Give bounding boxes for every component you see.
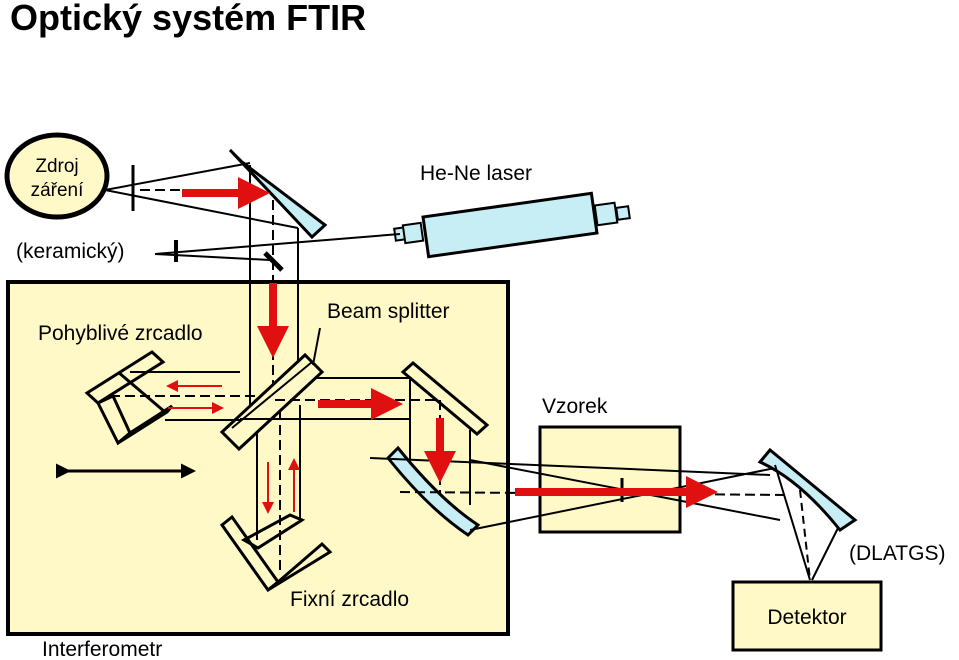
source-label-line2: záření: [31, 180, 85, 201]
interferometer-label: Interferometr: [42, 638, 162, 660]
top-mirror: [228, 148, 328, 240]
sample-label: Vzorek: [542, 395, 608, 418]
detector-label: Detektor: [767, 606, 846, 629]
fixed-mirror: [219, 513, 333, 593]
source-label-line1: Zdroj: [35, 156, 78, 177]
beam-direction-arrows: [166, 177, 718, 514]
sample-box: [538, 425, 682, 534]
moving-mirror-label: Pohyblivé zrcadlo: [38, 322, 203, 345]
fold-mirror: [400, 361, 490, 436]
beam-splitter-label: Beam splitter: [327, 300, 450, 323]
laser-body: [393, 191, 631, 259]
source-type-label: (keramický): [16, 240, 125, 263]
detector-mirror: [757, 447, 858, 533]
laser-label: He-Ne laser: [420, 162, 532, 185]
detector-box: [731, 580, 883, 652]
page-title: Optický systém FTIR: [10, 0, 366, 38]
source-circle: [4, 132, 110, 220]
beam-splitter: [219, 352, 325, 452]
moving-mirror: [84, 350, 174, 446]
fixed-mirror-label: Fixní zrcadlo: [290, 588, 409, 611]
detector-type-label: (DLATGS): [849, 542, 945, 565]
